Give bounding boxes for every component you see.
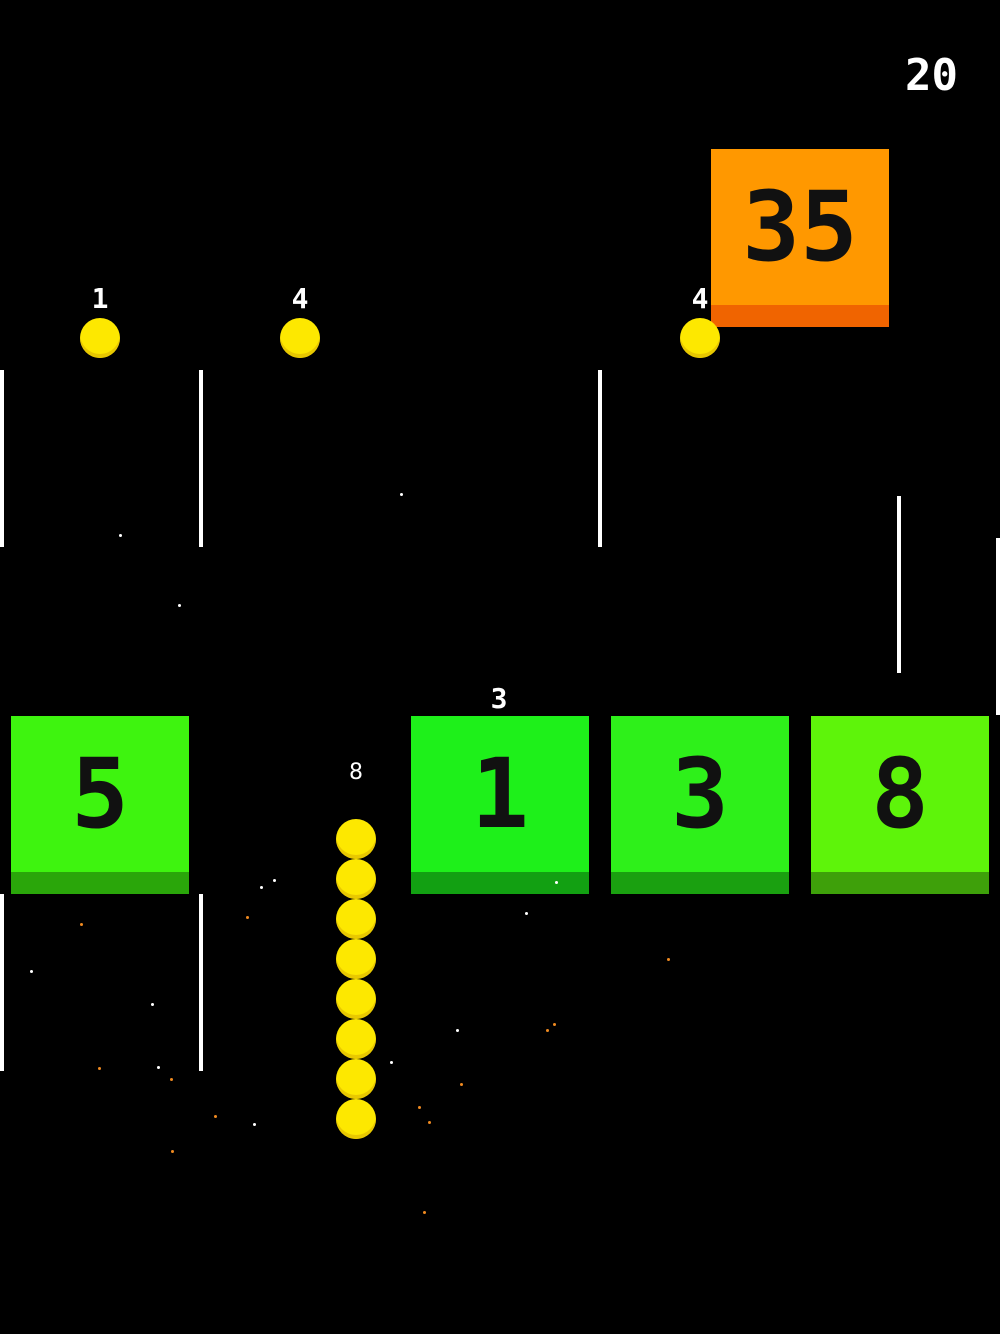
block-value: 5	[11, 716, 189, 872]
snake-segment	[336, 1019, 376, 1059]
particle	[157, 1066, 160, 1069]
pellet-label: 4	[291, 282, 309, 315]
pellet-label: 1	[91, 282, 109, 315]
block-green: 5	[11, 716, 189, 894]
particle	[170, 1078, 173, 1081]
particle	[171, 1150, 174, 1153]
particle	[428, 1121, 431, 1124]
wall	[897, 496, 901, 673]
block-green: 1	[411, 716, 589, 894]
snake-segment	[336, 1099, 376, 1139]
snake-head	[336, 819, 376, 859]
block-green: 8	[811, 716, 989, 894]
particle	[553, 1023, 556, 1026]
particle	[546, 1029, 549, 1032]
wall	[598, 370, 602, 547]
block-label: 3	[490, 682, 508, 715]
particle	[667, 958, 670, 961]
particle	[400, 493, 403, 496]
particle	[30, 970, 33, 973]
particle	[119, 534, 122, 537]
particle	[260, 886, 263, 889]
particle	[98, 1067, 101, 1070]
wall	[0, 894, 4, 1071]
food-pellet	[80, 318, 120, 358]
particle	[253, 1123, 256, 1126]
particle	[178, 604, 181, 607]
particle	[456, 1029, 459, 1032]
particle	[390, 1061, 393, 1064]
block-base	[711, 305, 889, 327]
food-pellet	[280, 318, 320, 358]
particle	[246, 916, 249, 919]
pellet-label: 4	[691, 282, 709, 315]
block-base	[611, 872, 789, 894]
wall	[996, 538, 1000, 715]
block-value: 3	[611, 716, 789, 872]
particle	[273, 879, 276, 882]
snake-length-label: 8	[349, 760, 363, 785]
snake-segment	[336, 1059, 376, 1099]
wall	[0, 370, 4, 547]
particle	[423, 1211, 426, 1214]
snake-segment	[336, 979, 376, 1019]
snake-segment	[336, 859, 376, 899]
block-value: 35	[711, 149, 889, 305]
particle	[460, 1083, 463, 1086]
block-green: 3	[611, 716, 789, 894]
block-orange: 35	[711, 149, 889, 327]
block-base	[11, 872, 189, 894]
block-base	[811, 872, 989, 894]
block-base	[411, 872, 589, 894]
block-value: 8	[811, 716, 989, 872]
particle	[555, 881, 558, 884]
snake-segment	[336, 939, 376, 979]
particle	[214, 1115, 217, 1118]
wall	[199, 370, 203, 547]
particle	[80, 923, 83, 926]
snake-segment	[336, 899, 376, 939]
particle	[525, 912, 528, 915]
particle	[151, 1003, 154, 1006]
particle	[418, 1106, 421, 1109]
block-value: 1	[411, 716, 589, 872]
wall	[199, 894, 203, 1071]
food-pellet	[680, 318, 720, 358]
score-counter: 20	[905, 50, 958, 101]
